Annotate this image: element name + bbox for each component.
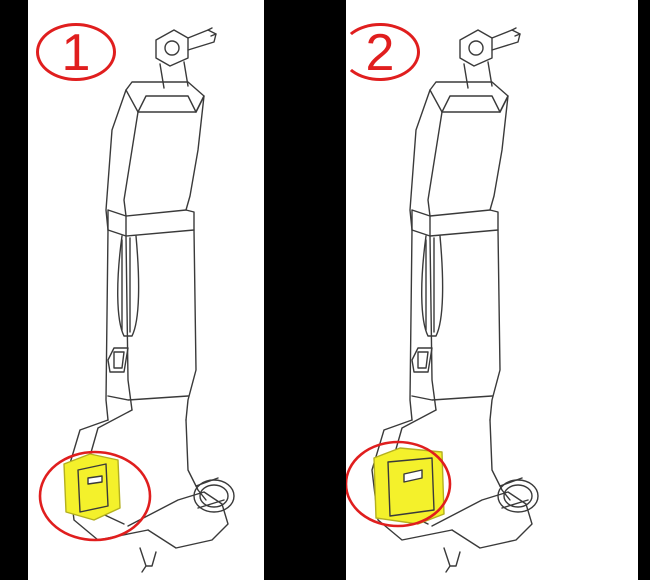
bracket-upper-body — [409, 81, 509, 237]
variant-number-2: 2 — [365, 24, 395, 82]
bolt-icon — [155, 27, 217, 89]
variant-number-badge-1: 1 — [36, 23, 116, 81]
variant-number-1: 1 — [61, 24, 91, 82]
bolt-icon — [459, 27, 521, 89]
highlighted-feature-1 — [63, 453, 121, 521]
bracket-middle-body — [105, 229, 197, 421]
callout-circle-1 — [38, 450, 152, 542]
bracket-upper-body — [105, 81, 205, 237]
variant-panel-1: 1 — [28, 0, 264, 580]
bracket-middle-body — [409, 229, 501, 421]
variant-panel-2: 2 — [346, 0, 638, 580]
highlighted-feature-2 — [373, 447, 445, 525]
variant-number-badge-2: 2 — [346, 23, 420, 81]
bracket-drawing-2 — [346, 27, 539, 573]
callout-circle-2 — [346, 440, 452, 528]
bracket-drawing-1 — [38, 27, 235, 573]
